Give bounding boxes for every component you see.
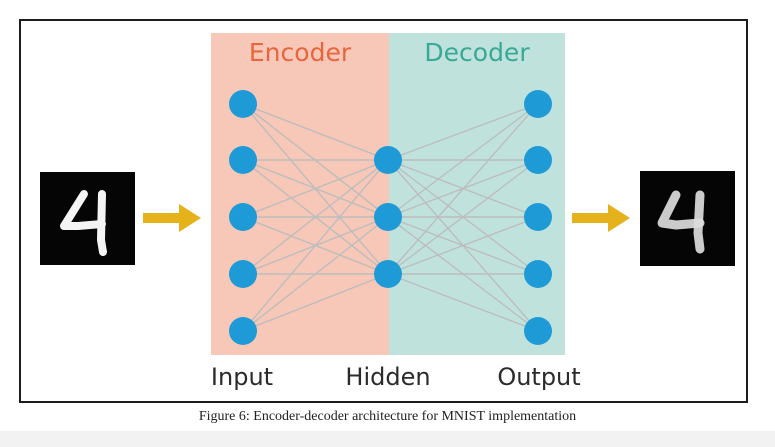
edge-hidden-0-output-0 (387, 103, 539, 161)
input-layer-label: Input (210, 363, 274, 391)
edge-hidden-2-output-2 (387, 216, 539, 275)
output-node-2 (524, 146, 552, 174)
edge-hidden-2-output-4 (387, 273, 539, 332)
edge-input-4-hidden-0 (242, 159, 389, 332)
hidden-node-2 (374, 203, 402, 231)
bottom-strip (0, 431, 775, 447)
hidden-layer-label: Hidden (345, 363, 431, 391)
edge-hidden-2-output-1 (387, 159, 539, 275)
input-node-1 (229, 90, 257, 118)
edge-hidden-1-output-0 (387, 103, 539, 218)
hidden-node-1 (374, 146, 402, 174)
encoder-label: Encoder (248, 38, 352, 67)
edge-input-0-hidden-0 (242, 103, 389, 161)
output-arrow-icon (572, 204, 632, 236)
figure-caption: Figure 6: Encoder-decoder architecture f… (198, 409, 577, 424)
output-digit-image (640, 171, 735, 266)
output-layer-label: Output (497, 363, 581, 391)
input-digit-image (40, 172, 135, 265)
hidden-node-3 (374, 260, 402, 288)
input-node-5 (229, 317, 257, 345)
output-node-1 (524, 90, 552, 118)
output-node-5 (524, 317, 552, 345)
input-node-2 (229, 146, 257, 174)
decoder-label: Decoder (424, 38, 530, 67)
edge-input-4-hidden-1 (242, 216, 389, 332)
input-arrow-icon (143, 204, 203, 236)
input-node-4 (229, 260, 257, 288)
edge-input-3-hidden-0 (242, 159, 389, 275)
input-node-3 (229, 203, 257, 231)
output-node-4 (524, 260, 552, 288)
edge-input-2-hidden-0 (242, 159, 389, 218)
edge-hidden-2-output-0 (387, 103, 539, 275)
output-node-3 (524, 203, 552, 231)
edge-input-4-hidden-2 (242, 273, 389, 332)
